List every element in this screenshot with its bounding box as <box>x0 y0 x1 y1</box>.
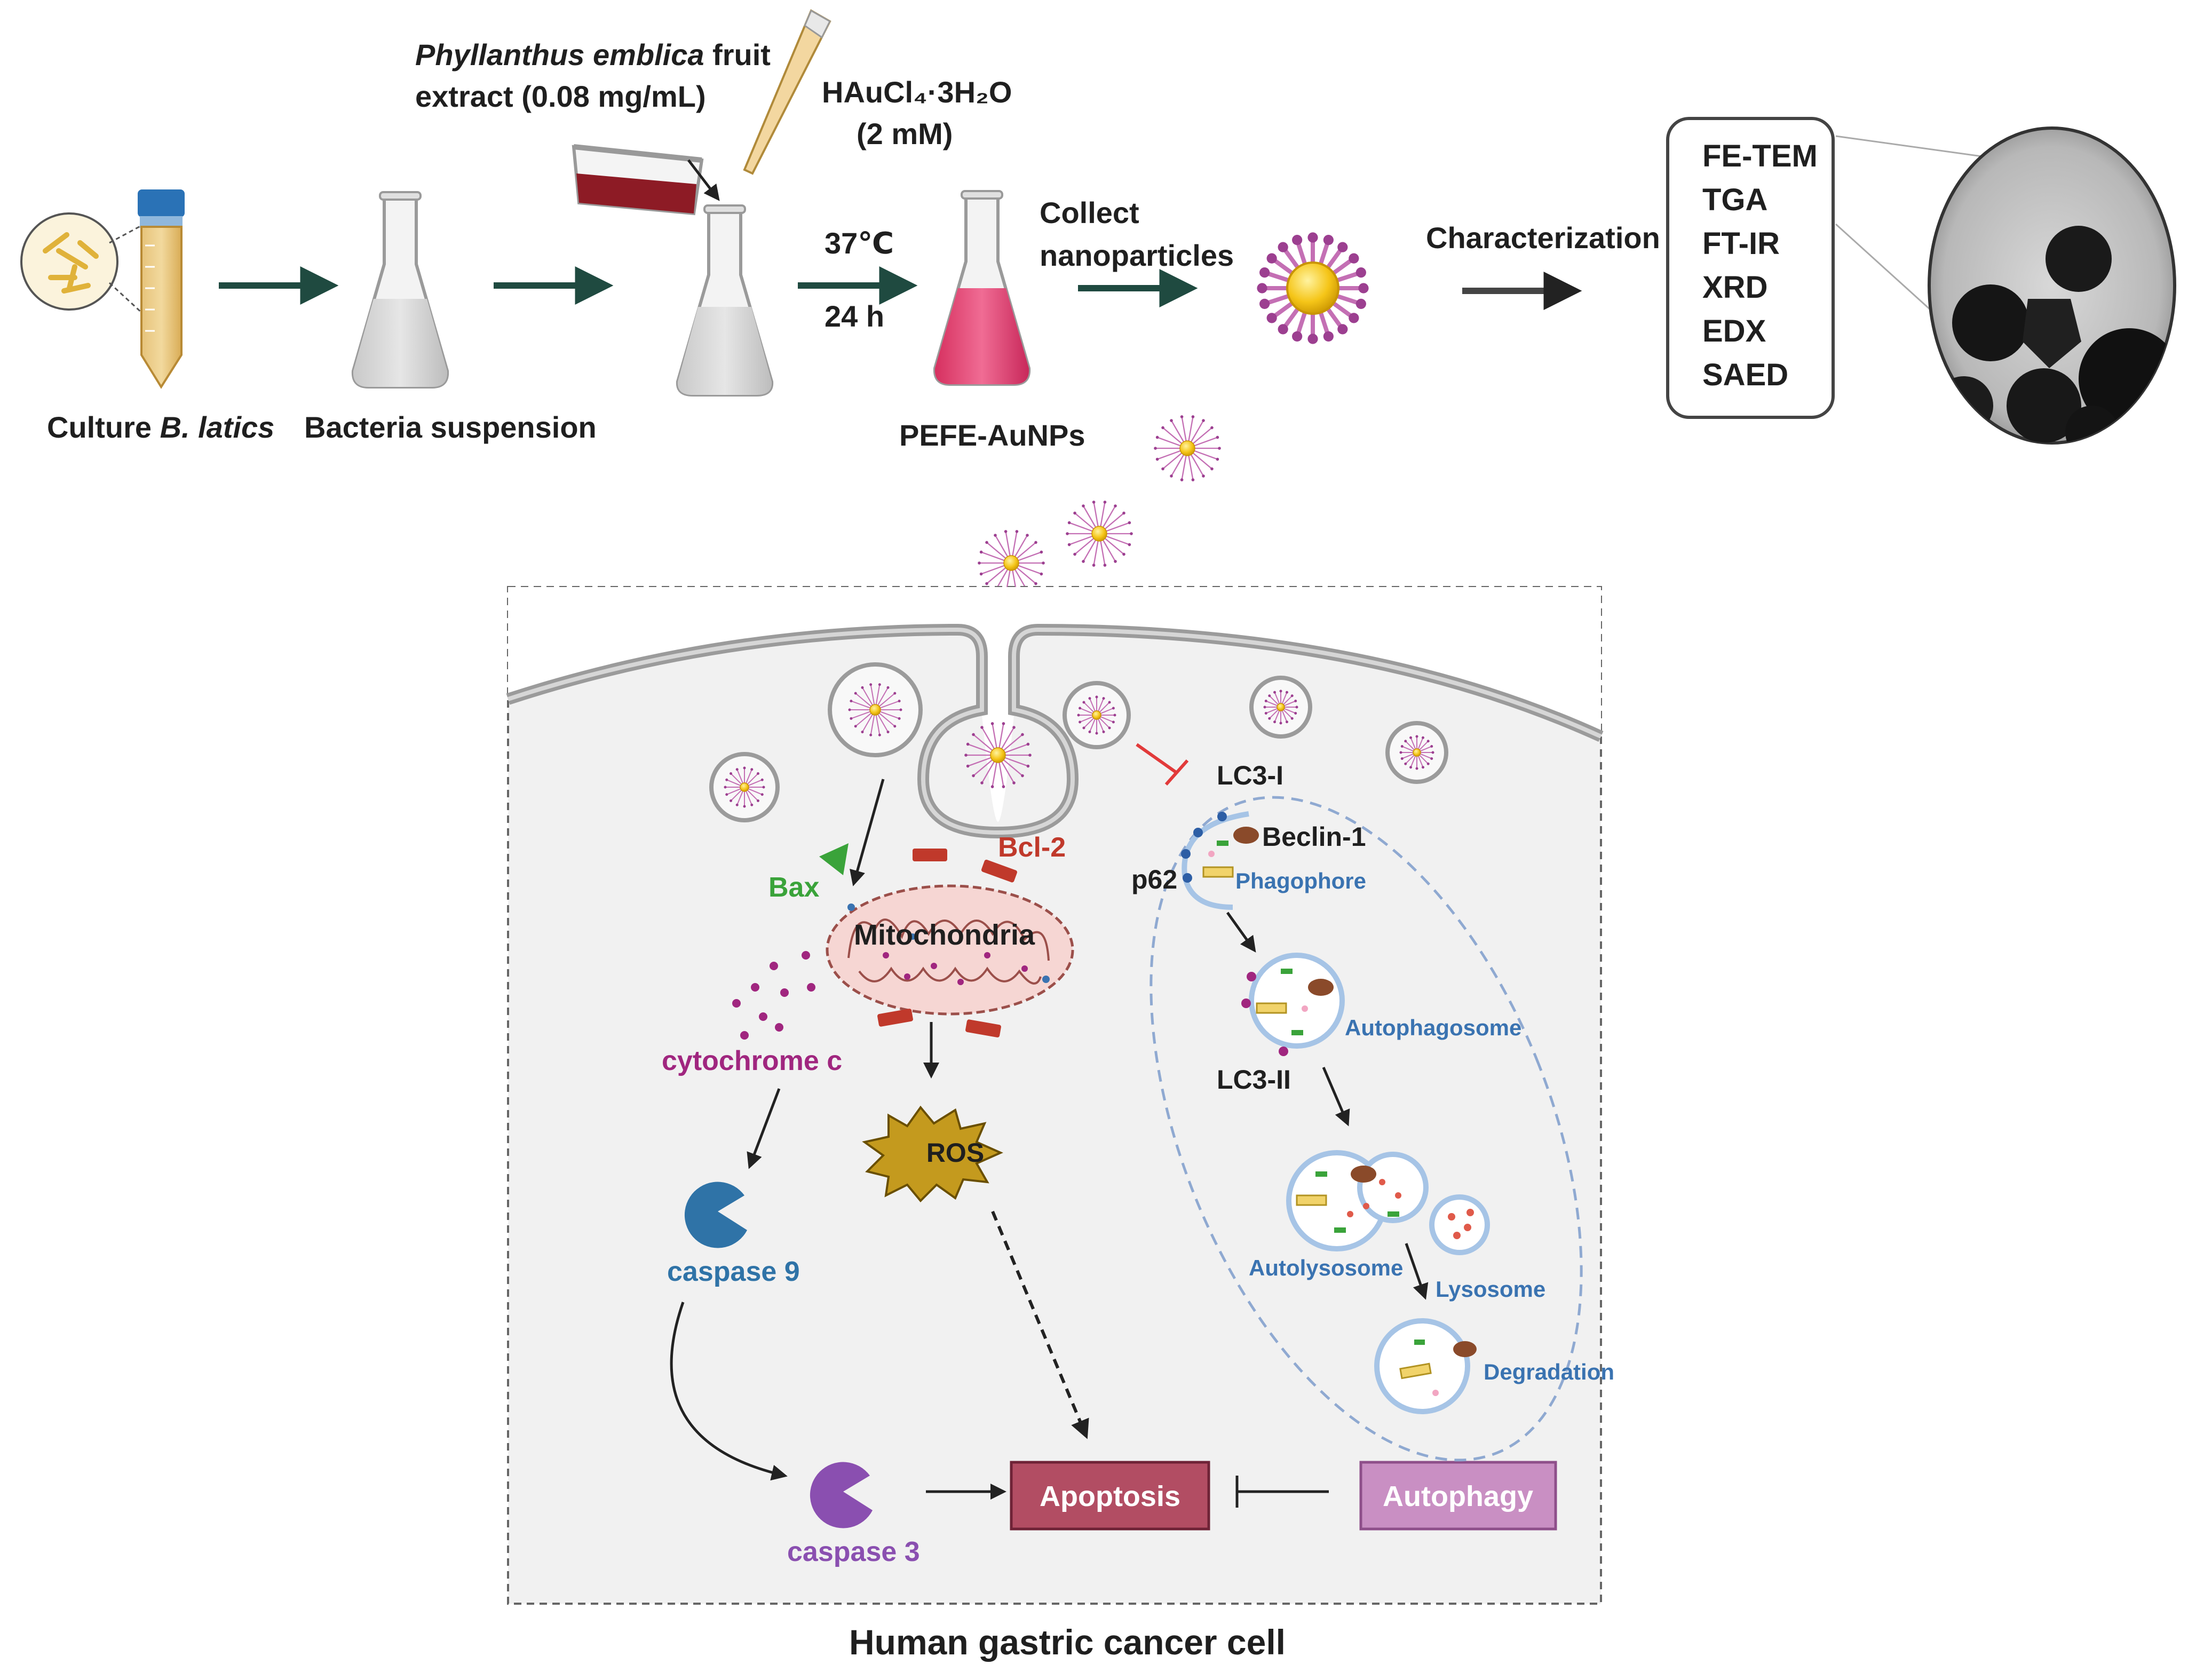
autolysosome <box>1286 1150 1429 1251</box>
nanoparticle-drift-2 <box>1066 501 1133 567</box>
arrow-phagophore-to-autophagosome <box>1226 912 1256 953</box>
flask-bacteria-suspension <box>351 191 449 389</box>
gold-salt-label: HAuCl₄·3H₂O <box>822 75 1012 109</box>
caspase3-label: caspase 3 <box>787 1536 920 1567</box>
collect-label-line2: nanoparticles <box>1040 239 1234 272</box>
p62-label: p62 <box>1131 865 1177 894</box>
degradation-label: Degradation <box>1484 1359 1614 1384</box>
nanoparticle-drift-1 <box>1154 415 1221 481</box>
cytochrome-c-dots <box>732 951 815 1040</box>
caspase3-icon <box>810 1462 873 1528</box>
arrow-caspase9-to-caspase3 <box>670 1302 788 1481</box>
bax-marker <box>819 843 849 875</box>
tem-micrograph <box>1928 126 2176 445</box>
culture-label: Culture B. latics <box>47 410 274 444</box>
phagophore-label: Phagophore <box>1235 868 1366 893</box>
culture-tube-icon <box>138 189 185 389</box>
characterization-label: Characterization <box>1426 221 1660 255</box>
apoptosis-box: Apoptosis <box>1010 1461 1210 1531</box>
degradation-vesicle <box>1374 1318 1477 1414</box>
autophagy-box: Autophagy <box>1359 1461 1557 1531</box>
pefe-aunps-label: PEFE-AuNPs <box>899 418 1085 452</box>
mitochondria-label: Mitochondria <box>854 919 1035 951</box>
endosome-1 <box>828 662 923 757</box>
characterization-methods-box: FE-TEM TGA FT-IR XRD EDX SAED <box>1666 117 1835 419</box>
arrow-endosome-to-mitochondria <box>850 779 885 886</box>
autophagosome-label: Autophagosome <box>1345 1015 1521 1040</box>
flask-reaction <box>676 204 774 397</box>
ros-burst <box>862 1105 1003 1202</box>
bcl2-label: Bcl-2 <box>998 832 1066 863</box>
arrow-ros-to-apoptosis-dashed <box>991 1210 1089 1439</box>
inhibition-autophagy-red <box>1136 743 1189 786</box>
inhibition-autophagy-to-apoptosis <box>1235 1476 1329 1508</box>
time-label: 24 h <box>825 299 884 333</box>
arrow-autolysosome-to-degradation <box>1405 1243 1429 1300</box>
cell-title: Human gastric cancer cell <box>849 1622 1286 1662</box>
method-tga: TGA <box>1702 183 1767 217</box>
method-fe-tem: FE-TEM <box>1702 139 1818 173</box>
method-ft-ir: FT-IR <box>1702 226 1780 261</box>
caspase9-label: caspase 9 <box>667 1256 800 1287</box>
flask-pefe-aunps <box>933 190 1031 386</box>
extract-label-line2: extract (0.08 mg/mL) <box>415 80 706 113</box>
nanoparticle-invagination <box>964 722 1032 788</box>
arrow-autophagosome-to-autolysosome <box>1322 1067 1350 1127</box>
pipette-icon <box>743 9 831 175</box>
autolysosome-label: Autolysosome <box>1249 1255 1403 1280</box>
endosome-4 <box>1249 676 1312 739</box>
arrow-cyto-to-caspase9 <box>747 1088 781 1169</box>
apoptosis-label: Apoptosis <box>1040 1480 1180 1512</box>
autophagy-region <box>1150 796 1583 1462</box>
arrow-into-flask <box>687 159 720 201</box>
method-saed: SAED <box>1702 358 1788 392</box>
ros-label: ROS <box>926 1138 984 1168</box>
bacteria-suspension-label: Bacteria suspension <box>304 410 597 444</box>
autophagosome <box>1241 953 1345 1056</box>
cytochrome-c-label: cytochrome c <box>662 1045 842 1076</box>
endosome-2 <box>709 752 780 822</box>
nanoparticle-large <box>1257 232 1369 344</box>
method-edx: EDX <box>1702 314 1766 348</box>
beclin1-label: Beclin-1 <box>1262 822 1366 852</box>
lc3-1-label: LC3-I <box>1217 760 1283 790</box>
lc3-2-label: LC3-II <box>1217 1065 1291 1095</box>
autophagy-label: Autophagy <box>1383 1480 1533 1512</box>
lysosome <box>1429 1194 1490 1255</box>
bacteria-culture-icon <box>20 212 145 316</box>
gold-conc-label: (2 mM) <box>857 117 953 150</box>
temperature-label: 37℃ <box>825 226 894 260</box>
pouring-beaker-icon <box>572 144 704 216</box>
method-xrd: XRD <box>1702 270 1767 305</box>
endosome-3 <box>1063 681 1131 749</box>
extract-label-line1: Phyllanthus emblica fruit <box>415 38 771 72</box>
endosome-5 <box>1385 721 1448 784</box>
collect-label-line1: Collect <box>1040 196 1139 229</box>
lysosome-label: Lysosome <box>1436 1277 1545 1302</box>
mitochondria <box>826 849 1074 1037</box>
phagophore <box>1181 811 1259 910</box>
bax-label: Bax <box>768 872 819 903</box>
caspase9-icon <box>684 1182 747 1248</box>
